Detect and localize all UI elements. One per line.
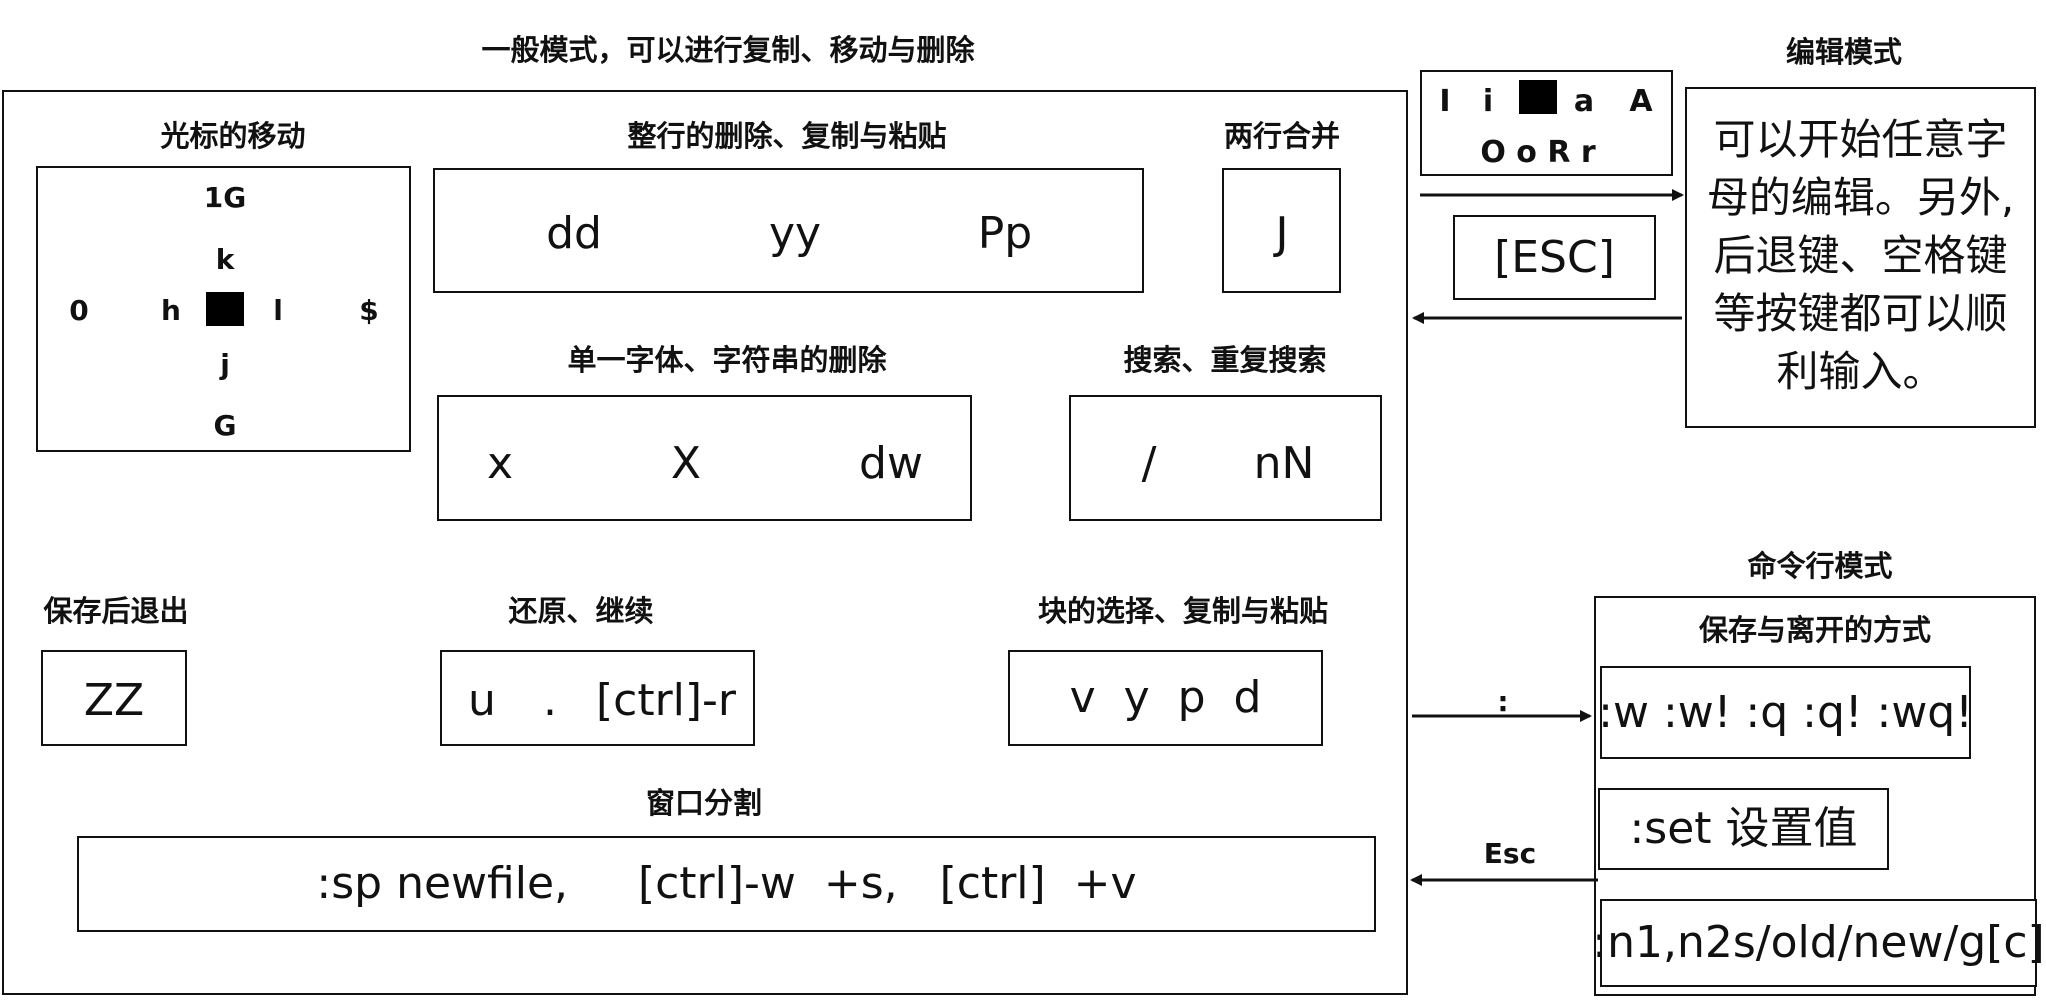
join-box: J: [1222, 168, 1341, 293]
key-j-join: J: [1275, 208, 1289, 259]
key-up: k: [215, 243, 235, 276]
undo-title: 还原、继续: [508, 594, 654, 628]
key-u: u: [468, 675, 496, 726]
edit-desc-line-4: 等按键都可以顺: [1713, 289, 2008, 338]
cmd-substitute: :n1,n2s/old/new/g[c]: [1592, 917, 2045, 968]
key-x: x: [486, 438, 514, 489]
key-dot: .: [543, 675, 557, 726]
key-oorr: O o R r: [1480, 135, 1596, 170]
search-title: 搜索、重复搜索: [1123, 343, 1327, 377]
block-box: v y p d: [1008, 650, 1323, 746]
exit-command-label: Esc: [1483, 837, 1537, 870]
key-slash: /: [1141, 438, 1157, 489]
window-split-box: :sp newfile, [ctrl]-w +s, [ctrl] +v: [77, 836, 1376, 932]
save-quit-box: ZZ: [41, 650, 187, 746]
key-line-start: 0: [69, 294, 89, 327]
cmd-set-box: :set 设置值: [1598, 788, 1889, 870]
line-ops-title: 整行的删除、复制与粘贴: [627, 119, 947, 153]
key-down: j: [220, 348, 230, 381]
window-split-keys: :sp newfile, [ctrl]-w +s, [ctrl] +v: [316, 858, 1137, 909]
key-yy: yy: [768, 208, 822, 259]
key-zz: ZZ: [83, 675, 145, 726]
search-box: / nN: [1069, 395, 1382, 521]
cmd-set: :set 设置值: [1629, 803, 1858, 854]
key-nn: nN: [1253, 438, 1315, 489]
cmd-write-quit-box: :w :w! :q :q! :wq!: [1598, 666, 1973, 759]
char-delete-box: x X dw: [437, 395, 972, 521]
edit-desc-line-3: 后退键、空格键: [1713, 231, 2008, 280]
line-ops-box: dd yy Pp: [433, 168, 1144, 293]
key-x-upper: X: [670, 438, 702, 489]
cursor-move-box: 1G k 0 h l $ j G: [36, 166, 411, 452]
key-a-upper: A: [1629, 84, 1653, 119]
esc-key-label: [ESC]: [1494, 231, 1615, 283]
normal-mode-heading: 一般模式，可以进行复制、移动与删除: [481, 33, 975, 67]
edit-desc-line-1: 可以开始任意字: [1713, 115, 2008, 164]
insert-cursor-block-icon: [1519, 80, 1557, 114]
key-dw: dw: [859, 438, 923, 489]
key-pp: Pp: [977, 208, 1033, 259]
edit-desc-line-2: 母的编辑。另外,: [1706, 173, 2015, 222]
cursor-block-icon: [206, 292, 244, 326]
save-quit-title: 保存后退出: [43, 594, 189, 628]
cmd-write-quit: :w :w! :q :q! :wq!: [1598, 686, 1973, 738]
join-title: 两行合并: [1223, 119, 1341, 153]
key-line-end: $: [359, 294, 379, 327]
undo-box: u . [ctrl]-r: [440, 650, 755, 746]
key-a: a: [1573, 84, 1595, 119]
esc-key-box: [ESC]: [1453, 215, 1656, 300]
insert-keys-box: I i a A O o R r: [1420, 70, 1673, 176]
block-title: 块的选择、复制与粘贴: [1037, 594, 1329, 628]
edit-mode-description-box: 可以开始任意字 母的编辑。另外, 后退键、空格键 等按键都可以顺 利输入。: [1685, 87, 2036, 428]
cursor-move-title: 光标的移动: [160, 119, 306, 153]
edit-desc-line-5: 利输入。: [1776, 347, 1945, 396]
key-goto-last-line: G: [213, 409, 237, 442]
edit-mode-heading: 编辑模式: [1785, 35, 1903, 69]
enter-command-label: :: [1497, 685, 1509, 718]
block-keys: v y p d: [1069, 672, 1262, 723]
key-i-upper: I: [1439, 84, 1451, 119]
cmd-substitute-box: :n1,n2s/old/new/g[c]: [1592, 899, 2045, 987]
key-dd: dd: [546, 208, 602, 259]
key-right: l: [273, 294, 283, 327]
window-split-title: 窗口分割: [645, 786, 763, 820]
char-delete-title: 单一字体、字符串的删除: [567, 343, 887, 377]
key-i: i: [1482, 84, 1494, 119]
key-left: h: [161, 294, 181, 327]
key-goto-first-line: 1G: [203, 181, 247, 214]
key-ctrl-r: [ctrl]-r: [595, 675, 737, 726]
command-mode-subtitle: 保存与离开的方式: [1698, 613, 1932, 647]
command-mode-heading: 命令行模式: [1747, 549, 1893, 583]
